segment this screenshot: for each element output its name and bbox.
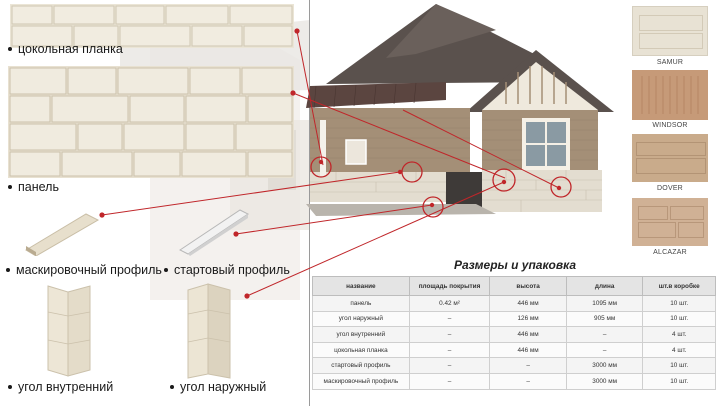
bullet-icon [6, 267, 10, 272]
table-row: маскировочный профиль – – 3000 мм 10 шт. [312, 372, 716, 390]
table-cell: – [565, 341, 644, 359]
label-starter-profile: стартовый профиль [164, 263, 290, 277]
panel-sample [8, 66, 294, 178]
label-outer-corner: угол наружный [170, 380, 266, 394]
table-cell: – [408, 326, 491, 343]
label-plinth-strip: цокольная планка [8, 42, 123, 56]
starter-profile-text: стартовый профиль [174, 263, 290, 277]
label-inner-corner: угол внутренний [8, 380, 113, 394]
masking-profile-sample [25, 213, 100, 256]
swatch-samur [632, 6, 708, 56]
table-cell: угол внутренний [312, 326, 410, 343]
bullet-icon [164, 267, 168, 272]
table-cell: 10 шт. [642, 310, 716, 328]
table-cell: – [408, 357, 491, 374]
table-row: угол наружный – 126 мм 905 мм 10 шт. [312, 310, 716, 328]
plinth-strip-sample [10, 4, 294, 48]
table-cell: 3000 мм [565, 357, 644, 374]
table-cell: 446 мм [489, 326, 567, 343]
table-cell: 446 мм [489, 295, 567, 312]
outer-corner-sample [187, 283, 231, 379]
table-cell: – [408, 310, 491, 328]
bullet-icon [8, 46, 12, 51]
table-cell: 4 шт. [642, 341, 716, 359]
swatch-label-dover: DOVER [657, 185, 683, 192]
label-panel: панель [8, 180, 59, 194]
panel-text: панель [18, 180, 59, 194]
swatch-alcazar [632, 198, 708, 246]
table-row: панель 0.42 м² 446 мм 1095 мм 10 шт. [312, 295, 716, 312]
divider-line [309, 0, 310, 406]
swatch-label-samur: SAMUR [656, 59, 684, 66]
table-cell: 3000 мм [565, 372, 644, 390]
table-cell: – [408, 372, 491, 390]
table-cell: 10 шт. [642, 295, 716, 312]
table-cell: 126 мм [489, 310, 567, 328]
table-row: стартовый профиль – – 3000 мм 10 шт. [312, 357, 716, 374]
swatch-dover [632, 134, 708, 182]
table-cell: 10 шт. [642, 357, 716, 374]
header-length: длина [565, 276, 644, 296]
outer-corner-text: угол наружный [180, 380, 267, 394]
table-cell: маскировочный профиль [312, 372, 410, 390]
header-name: название [312, 276, 410, 296]
table-cell: – [489, 372, 567, 390]
table-cell: 1095 мм [565, 295, 644, 312]
label-masking-profile: маскировочный профиль [6, 263, 162, 277]
masking-profile-text: маскировочный профиль [16, 263, 162, 277]
table-cell: 10 шт. [642, 372, 716, 390]
table-cell: 905 мм [565, 310, 644, 328]
table-cell: – [489, 357, 567, 374]
starter-profile-sample [179, 209, 249, 256]
inner-corner-text: угол внутренний [18, 380, 114, 394]
table-header-row: название площадь покрытия высота длина ш… [312, 276, 716, 296]
bullet-icon [8, 184, 12, 189]
table-cell: 0.42 м² [408, 295, 491, 312]
swatch-label-windsor: WINDSOR [652, 122, 688, 129]
table-cell: угол наружный [312, 310, 410, 328]
dimensions-table: название площадь покрытия высота длина ш… [312, 276, 716, 390]
table-cell: 4 шт. [642, 326, 716, 343]
header-coverage: площадь покрытия [408, 276, 491, 296]
inner-corner-sample [47, 285, 91, 377]
header-per-box: шт.в коробке [642, 276, 716, 296]
table-cell: – [408, 341, 491, 359]
table-title: Размеры и упаковка [454, 258, 577, 272]
table-cell: стартовый профиль [312, 357, 410, 374]
table-cell: панель [312, 295, 410, 312]
swatch-label-alcazar: ALCAZAR [653, 249, 687, 256]
table-row: угол внутренний – 446 мм – 4 шт. [312, 326, 716, 343]
table-row: цокольная планка – 446 мм – 4 шт. [312, 341, 716, 359]
bullet-icon [170, 384, 174, 389]
table-cell: цокольная планка [312, 341, 410, 359]
header-height: высота [489, 276, 567, 296]
house-illustration [306, 4, 614, 216]
swatch-windsor [632, 70, 708, 120]
plinth-strip-text: цокольная планка [18, 42, 123, 56]
table-cell: 446 мм [489, 341, 567, 359]
bullet-icon [8, 384, 12, 389]
table-cell: – [565, 326, 644, 343]
